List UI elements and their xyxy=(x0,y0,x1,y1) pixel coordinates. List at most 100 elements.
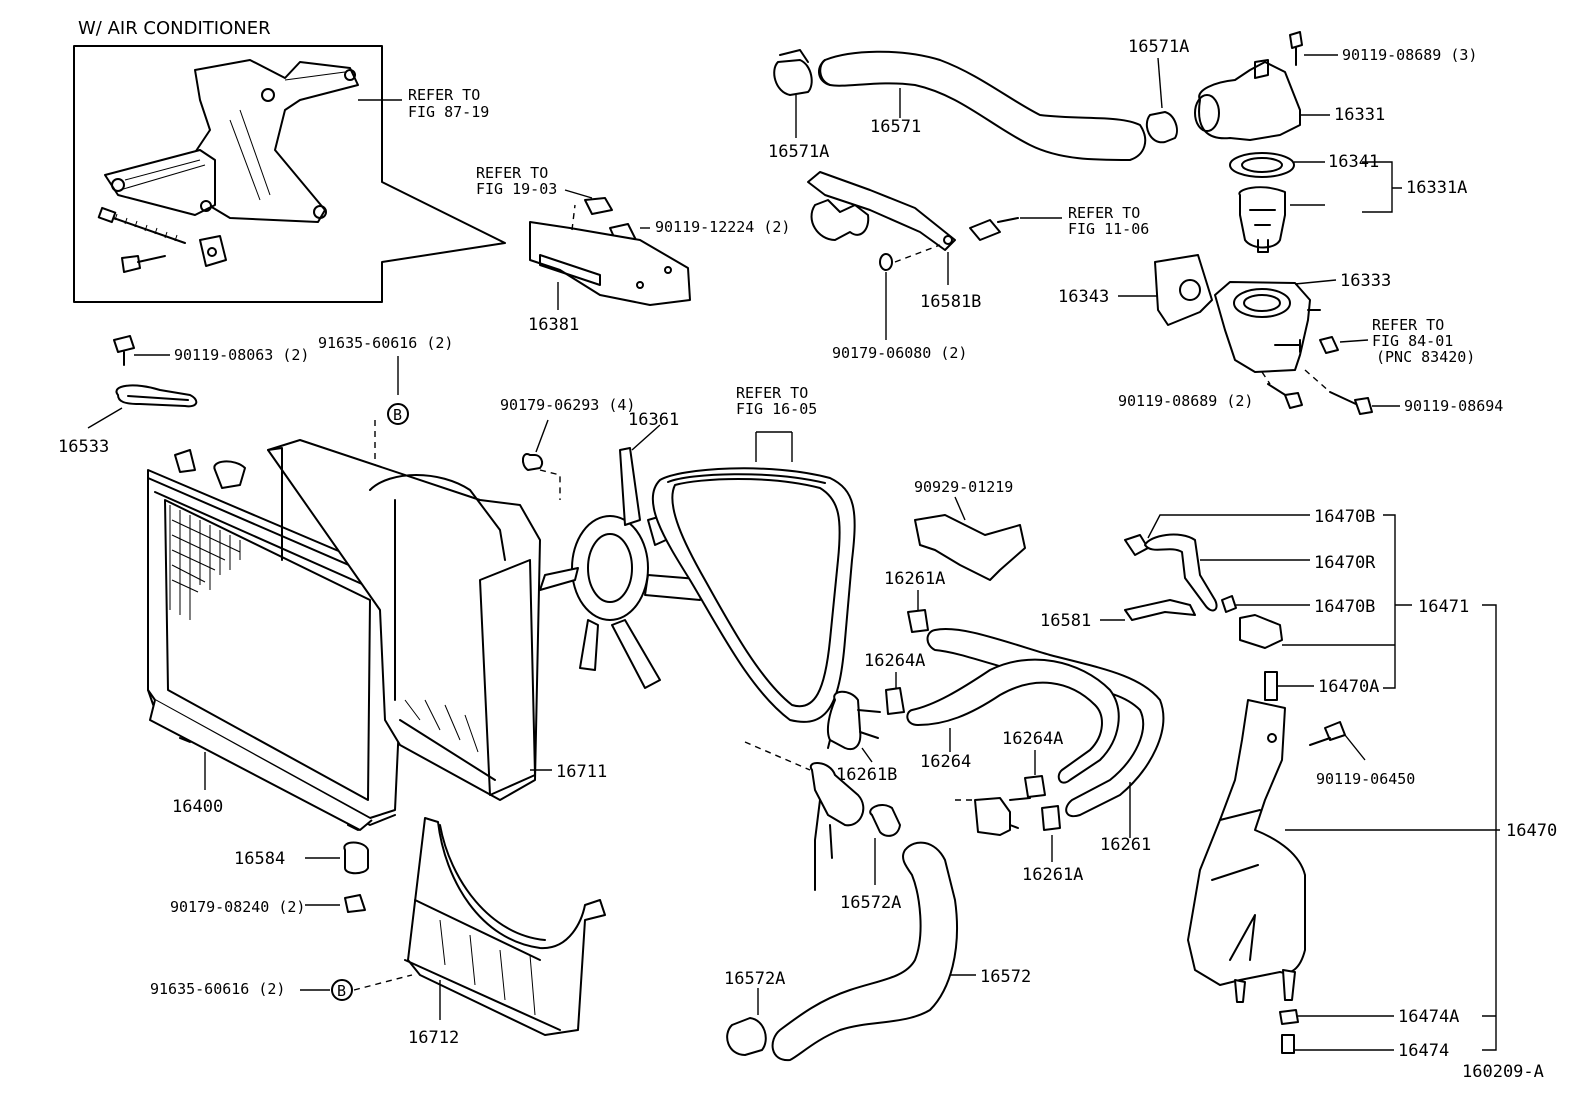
thermostat-body xyxy=(1238,186,1286,249)
label-90929-01219: 90929-01219 xyxy=(914,478,1013,496)
label-16261A-top: 16261A xyxy=(884,569,945,589)
inset-frame xyxy=(73,45,506,303)
bolt-90119-08689-2 xyxy=(1284,392,1303,409)
circle-b-bottom-letter: B xyxy=(337,982,346,1000)
hose-16470R xyxy=(1144,533,1218,612)
label-16584: 16584 xyxy=(234,849,285,869)
hose-16264 xyxy=(906,658,1120,784)
label-90119-06450: 90119-06450 xyxy=(1316,770,1415,788)
label-16331A: 16331A xyxy=(1406,178,1467,198)
label-16470B-mid: 16470B xyxy=(1314,597,1375,617)
refer-fig19-line1: REFER TO xyxy=(476,164,548,182)
label-16470: 16470 xyxy=(1506,821,1557,841)
bolt-fig84 xyxy=(1319,336,1339,354)
label-16331: 16331 xyxy=(1334,105,1385,125)
hose-16572 xyxy=(771,841,958,1062)
bolt-90119-06450 xyxy=(1324,721,1346,741)
bolt-fig11 xyxy=(969,219,1001,241)
label-90119-08689-3: 90119-08689 (3) xyxy=(1342,46,1477,64)
radiator-mounts: 16584 90179-08240 (2) 91635-60616 (2) B xyxy=(150,841,413,1001)
label-16571: 16571 xyxy=(870,117,921,137)
heater-hoses-group: 90929-01219 16261A 16261 16264A 16261B 1… xyxy=(826,478,1165,885)
label-90179-08240: 90179-08240 (2) xyxy=(170,898,305,916)
label-16571A-top: 16571A xyxy=(1128,37,1189,57)
circle-b-top-letter: B xyxy=(393,406,402,424)
label-16261B: 16261B xyxy=(836,765,897,785)
seal-16533 xyxy=(115,384,198,408)
label-90119-12224: 90119-12224 (2) xyxy=(655,218,790,236)
label-16400: 16400 xyxy=(172,797,223,817)
bolt-fig19 xyxy=(584,197,613,215)
clamp-16261A-bottom xyxy=(1041,805,1061,831)
water-inlet-pipe xyxy=(809,762,865,827)
hose-16261-upper xyxy=(926,628,1165,818)
heater-pipe xyxy=(974,797,1011,836)
clamp-16261A-top xyxy=(907,609,929,633)
bolt-90119-08694 xyxy=(1354,397,1373,415)
gasket-16341 xyxy=(1229,152,1295,178)
label-16572A-mid: 16572A xyxy=(840,893,901,913)
thermostat-group: 90119-08689 (3) 16331 16341 16331A 16333… xyxy=(1058,31,1503,415)
bracket-90929-01219 xyxy=(914,514,1026,581)
circle-b-top xyxy=(387,403,409,425)
label-16474: 16474 xyxy=(1398,1041,1449,1061)
label-16264A-right: 16264A xyxy=(1002,729,1063,749)
label-90179-06293: 90179-06293 (4) xyxy=(500,396,635,414)
bolt-90119-08689-3 xyxy=(1289,31,1303,49)
figure-number: 160209-A xyxy=(1462,1062,1544,1082)
label-16533: 16533 xyxy=(58,437,109,457)
label-16470R: 16470R xyxy=(1314,553,1376,573)
reservoir-group: 16470B 16470R 16470B 16581 16471 16470A … xyxy=(1040,507,1557,1082)
v-belt: REFER TO FIG 16-05 xyxy=(651,384,856,723)
inset-title: W/ AIR CONDITIONER xyxy=(78,18,271,39)
gasket-16343 xyxy=(1154,254,1213,326)
inset-refer-line2: FIG 87-19 xyxy=(408,103,489,121)
air-conditioner-inset: W/ AIR CONDITIONER REFER TO FIG 87-19 xyxy=(73,18,506,303)
bracket-16581 xyxy=(1124,599,1196,621)
refer-fig19-line2: FIG 19-03 xyxy=(476,180,557,198)
label-16581: 16581 xyxy=(1040,611,1091,631)
label-16712: 16712 xyxy=(408,1028,459,1048)
bolt-90119-08063 xyxy=(113,335,135,353)
bracket-16470A xyxy=(1239,614,1283,649)
lower-shroud-16712: 16712 xyxy=(404,817,606,1048)
label-91635-60616-top: 91635-60616 (2) xyxy=(318,334,453,352)
label-16474A: 16474A xyxy=(1398,1007,1459,1027)
left-small-parts: 90119-08063 (2) 16533 91635-60616 (2) B xyxy=(58,334,453,470)
label-16264A-left: 16264A xyxy=(864,651,925,671)
refer-fig84-line2: FIG 84-01 xyxy=(1372,332,1453,350)
upper-hose-group: 16571A 16571 16571A xyxy=(768,37,1189,162)
clamp-16264A-left xyxy=(885,687,905,715)
bracket-16381-group: REFER TO FIG 19-03 90119-12224 (2) 16381 xyxy=(476,164,790,335)
label-91635-60616-bottom: 91635-60616 (2) xyxy=(150,980,285,998)
label-16470A: 16470A xyxy=(1318,677,1379,697)
label-16264: 16264 xyxy=(920,752,971,772)
label-16711: 16711 xyxy=(556,762,607,782)
reservoir-16470 xyxy=(1187,699,1306,986)
inset-refer-line1: REFER TO xyxy=(408,86,480,104)
label-16381: 16381 xyxy=(528,315,579,335)
label-16571A-left: 16571A xyxy=(768,142,829,162)
fan-shroud-16711: 16711 xyxy=(267,439,607,801)
label-16572A-bottom: 16572A xyxy=(724,969,785,989)
label-16470B-top: 16470B xyxy=(1314,507,1375,527)
refer-fig84-line1: REFER TO xyxy=(1372,316,1444,334)
nut-90179-06080 xyxy=(879,253,893,271)
refer-fig11-line1: REFER TO xyxy=(1068,204,1140,222)
clamp-16571A-top xyxy=(1145,111,1178,144)
clamp-16474A xyxy=(1279,1009,1299,1025)
bracket-16581B-group: 16581B 90179-06080 (2) REFER TO FIG 11-0… xyxy=(807,171,1149,362)
clamp-16572A-bottom xyxy=(726,1017,767,1056)
nut-90179-08240 xyxy=(344,894,366,913)
hose-16571 xyxy=(819,50,1147,161)
circle-b-bottom xyxy=(331,979,353,1001)
label-90119-08689-2: 90119-08689 (2) xyxy=(1118,392,1253,410)
label-16333: 16333 xyxy=(1340,271,1391,291)
label-16343: 16343 xyxy=(1058,287,1109,307)
label-16581B: 16581B xyxy=(920,292,981,312)
label-16261: 16261 xyxy=(1100,835,1151,855)
valve-16261B xyxy=(826,690,862,750)
label-16471: 16471 xyxy=(1418,597,1469,617)
refer-fig16-line1: REFER TO xyxy=(736,384,808,402)
cushion-16584 xyxy=(343,841,369,875)
